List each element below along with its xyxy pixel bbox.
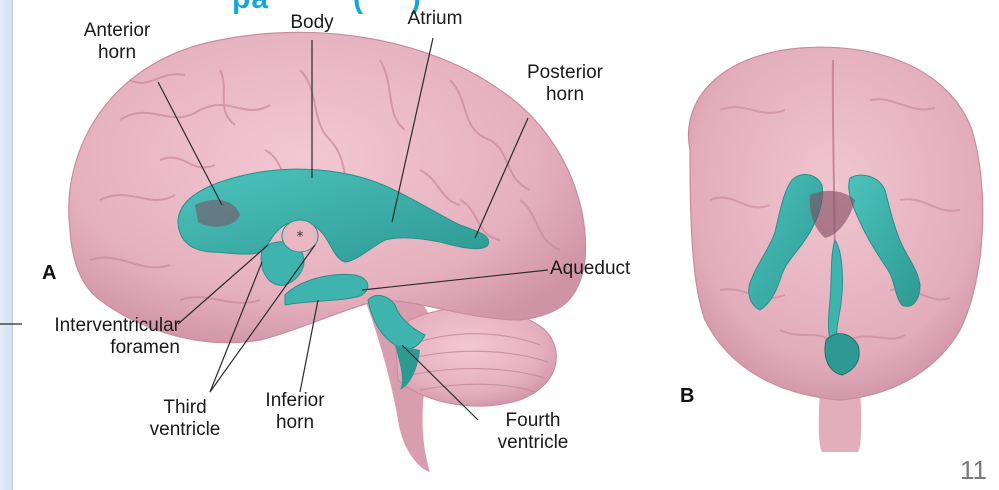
- label-atrium: Atrium: [395, 8, 475, 30]
- label-anterior-horn: Anterior horn: [62, 20, 172, 64]
- panel-a-letter: A: [42, 262, 56, 285]
- page-number: 11: [960, 455, 987, 486]
- panel-b-letter: B: [680, 385, 694, 408]
- label-third-ventricle: Third ventricle: [130, 397, 240, 441]
- label-aqueduct: Aqueduct: [550, 258, 670, 280]
- label-body: Body: [272, 12, 352, 34]
- label-interventricular-foramen: Interventricular foramen: [20, 315, 180, 359]
- panel-b-brain: [688, 47, 982, 452]
- label-posterior-horn: Posterior horn: [510, 62, 620, 106]
- label-inferior-horn: Inferior horn: [240, 390, 350, 434]
- svg-text:*: *: [297, 229, 304, 245]
- label-fourth-ventricle: Fourth ventricle: [478, 410, 588, 454]
